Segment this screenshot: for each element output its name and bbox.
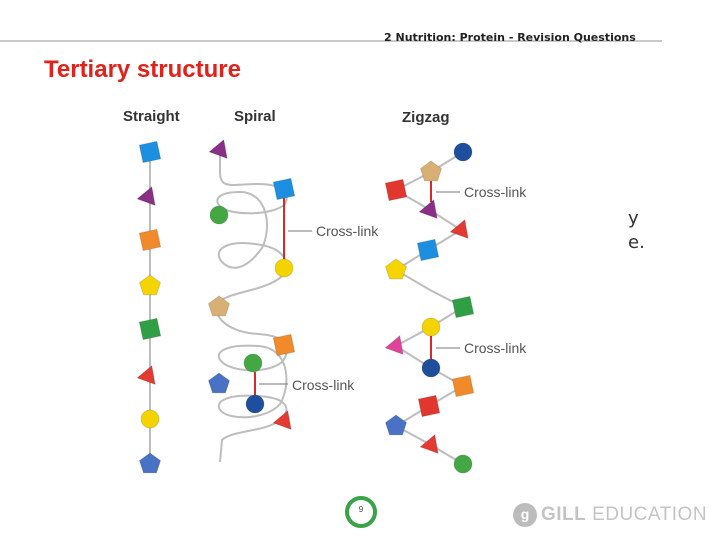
cross-link-label-spiral-bottom: Cross-link	[292, 377, 355, 393]
zigzag-chain-residue	[416, 238, 440, 262]
zigzag-chain-residue	[417, 394, 441, 418]
spiral-chain-residue	[245, 394, 265, 414]
zigzag-chain-residue	[384, 178, 408, 202]
logo-text: GILL EDUCATION	[541, 504, 707, 526]
zigzag-chain-residue	[419, 160, 443, 182]
page-number: 9	[358, 505, 364, 514]
zigzag-chain-residue	[421, 358, 441, 378]
chain-lines	[149, 150, 466, 465]
cross-link-lines	[254, 181, 460, 395]
slide-title: Tertiary structure	[44, 56, 241, 83]
spiral-chain-residue	[243, 353, 263, 373]
amino-acid-shapes	[136, 138, 475, 474]
logo-text-education: EDUCATION	[592, 504, 708, 525]
zigzag-chain-residue	[384, 414, 408, 436]
zigzag-chain-line	[393, 151, 466, 465]
spiral-chain-residue	[272, 177, 296, 201]
cross-link-label-zigzag-top: Cross-link	[464, 184, 527, 200]
zigzag-chain-residue	[451, 374, 475, 398]
column-label-spiral: Spiral	[234, 108, 276, 125]
spiral-chain-residue	[207, 372, 231, 394]
spiral-chain-residue	[272, 409, 292, 431]
column-label-straight: Straight	[123, 108, 180, 125]
zigzag-chain-residue	[418, 198, 438, 220]
straight-chain-residue	[138, 228, 162, 252]
logo-text-gill: GILL	[541, 504, 587, 525]
header-divider	[0, 40, 662, 42]
zigzag-chain-residue	[451, 295, 475, 319]
straight-chain-residue	[136, 185, 156, 207]
column-label-zigzag: Zigzag	[402, 109, 450, 126]
zigzag-chain-residue	[384, 258, 408, 280]
header-title: 2 Nutrition: Protein - Revision Question…	[384, 31, 636, 44]
straight-chain-residue	[138, 140, 162, 164]
straight-chain-residue	[138, 274, 162, 296]
zigzag-chain-residue	[453, 454, 473, 474]
spiral-chain-residue	[208, 138, 228, 160]
straight-chain-residue	[138, 452, 162, 474]
truncated-text-line-1: y	[628, 208, 639, 229]
zigzag-chain-residue	[421, 317, 441, 337]
top-bar	[0, 0, 720, 40]
straight-chain-residue	[140, 409, 160, 429]
straight-chain-residue	[138, 317, 162, 341]
truncated-text-line-2: e.	[628, 232, 645, 253]
spiral-chain-residue	[209, 205, 229, 225]
cross-link-label-zigzag-bottom: Cross-link	[464, 340, 527, 356]
zigzag-chain-residue	[453, 142, 473, 162]
spiral-chain-residue	[272, 333, 296, 357]
gill-logo-icon: g	[513, 503, 537, 527]
page-number-badge: 9	[345, 496, 377, 528]
straight-chain-residue	[136, 364, 156, 386]
zigzag-chain-residue	[384, 334, 404, 356]
zigzag-chain-residue	[449, 218, 469, 240]
spiral-chain-residue	[274, 258, 294, 278]
cross-link-label-spiral-top: Cross-link	[316, 223, 379, 239]
zigzag-chain-residue	[419, 433, 439, 455]
spiral-chain-residue	[207, 295, 231, 317]
diagram-labels: Straight Spiral Zigzag Cross-link Cross-…	[123, 108, 527, 393]
